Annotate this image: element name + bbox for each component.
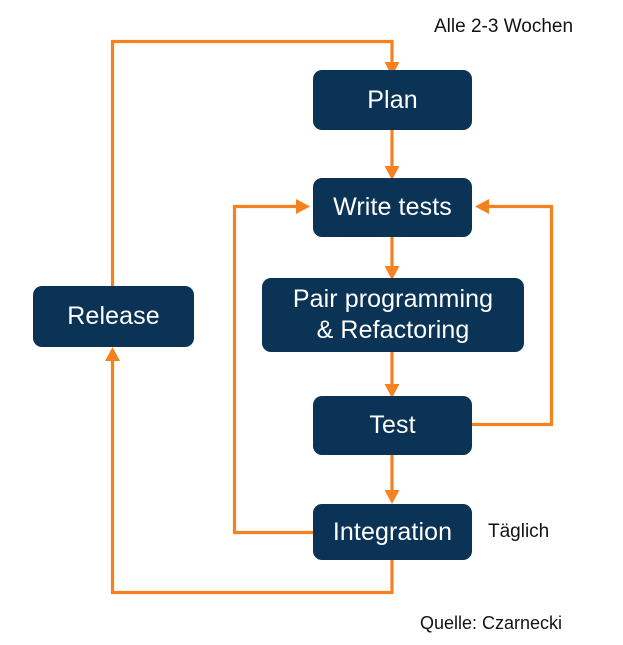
node-pair-programming-label-line2: & Refactoring [316, 316, 470, 344]
label-source: Quelle: Czarnecki [420, 613, 563, 633]
node-write-tests[interactable]: Write tests [313, 178, 472, 237]
node-pair-programming-label-line1: Pair programming [292, 284, 494, 313]
connector-integration-to-release [105, 347, 394, 595]
connector-test-to-integration [384, 455, 400, 504]
node-test-label: Test [369, 411, 416, 440]
node-integration-label: Integration [332, 517, 453, 546]
connector-write-tests-to-pair-programming [384, 237, 400, 280]
label-cadence-iteration: Alle 2-3 Wochen [434, 16, 574, 37]
node-pair-programming[interactable]: Pair programming & Refactoring [262, 278, 524, 352]
connector-test-to-write-tests [472, 199, 554, 427]
node-release-label: Release [67, 302, 160, 331]
node-integration[interactable]: Integration [313, 504, 472, 560]
connector-release-to-plan [110, 39, 400, 286]
node-test[interactable]: Test [313, 396, 472, 455]
node-plan[interactable]: Plan [313, 70, 472, 130]
label-cadence-daily: Täglich [488, 521, 550, 542]
node-plan-label: Plan [367, 85, 418, 114]
connector-pair-programming-to-test [384, 352, 400, 398]
node-write-tests-label: Write tests [333, 193, 452, 222]
connector-plan-to-write-tests [384, 130, 400, 180]
node-release[interactable]: Release [33, 286, 194, 347]
connector-integration-to-write-tests [232, 199, 313, 535]
